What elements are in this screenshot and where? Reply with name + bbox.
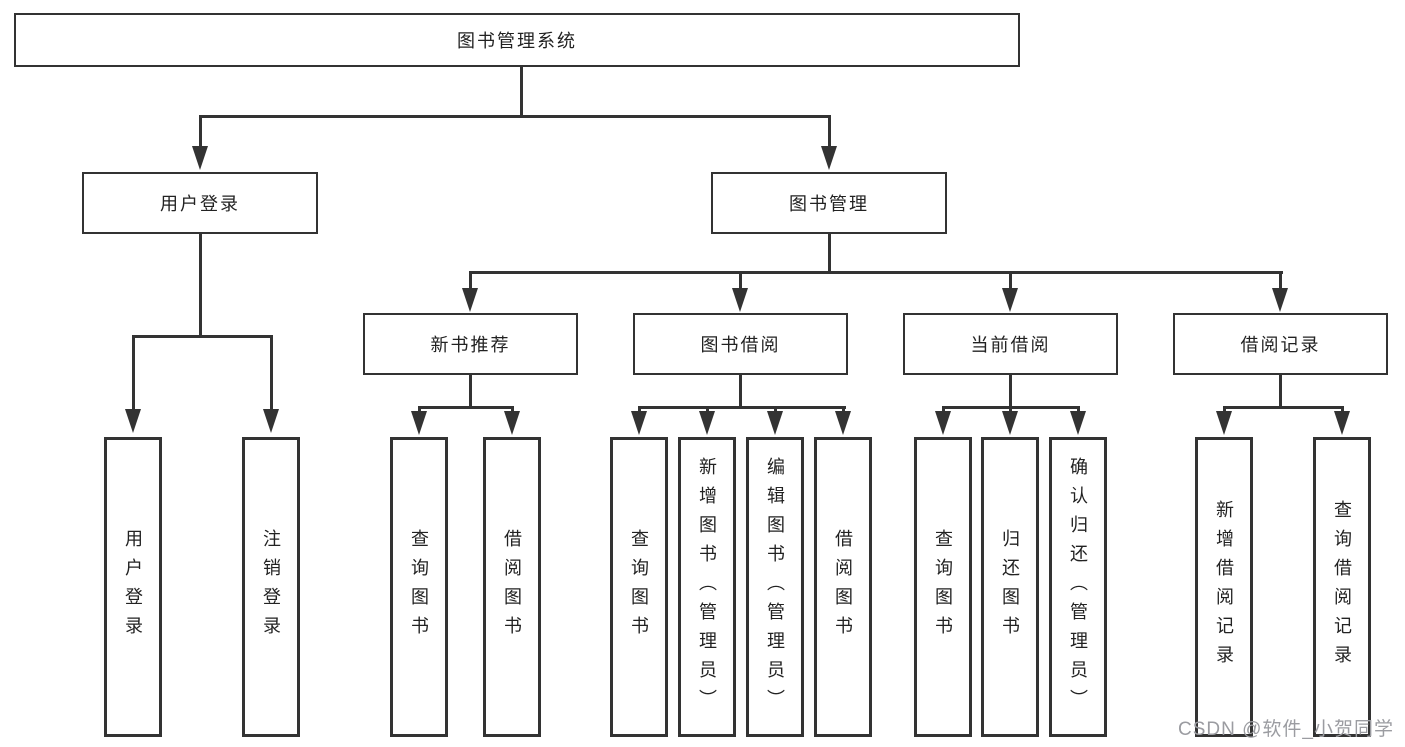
arrow-down-icon [1002, 288, 1018, 312]
node-new-book-recommend-label: 新书推荐 [430, 335, 511, 355]
node-borrow-borrow-books: 借阅图书 [814, 437, 872, 737]
node-borrow-query-books: 查询图书 [610, 437, 668, 737]
node-logout: 注销登录 [242, 437, 300, 737]
node-return-books: 归还图书 [981, 437, 1039, 737]
node-borrow-records-label: 借阅记录 [1240, 335, 1321, 355]
arrow-down-icon [699, 411, 715, 435]
arrow-down-icon [411, 411, 427, 435]
node-book-management: 图书管理 [711, 172, 947, 234]
node-borrow-records: 借阅记录 [1173, 313, 1388, 375]
csdn-watermark: CSDN @软件_小贺同学 [1178, 719, 1394, 740]
connector-user-login-stem [198, 232, 202, 337]
arrow-down-icon [821, 146, 837, 170]
node-current-borrow: 当前借阅 [903, 313, 1118, 375]
node-add-borrow-record: 新增借阅记录 [1195, 437, 1253, 737]
connector-current-borrow-stem [1008, 373, 1012, 408]
connector-user-login-tee [131, 335, 273, 338]
connector-leaf [510, 406, 514, 415]
node-return-books-label: 归还图书 [1000, 529, 1020, 645]
connector-leaf [941, 406, 945, 415]
node-newbook-query-books: 查询图书 [390, 437, 448, 737]
connector-to-logout-leaf [269, 335, 273, 413]
arrow-down-icon [732, 288, 748, 312]
arrow-down-icon [767, 411, 783, 435]
node-library-system-label: 图书管理系统 [457, 31, 577, 51]
node-add-borrow-record-label: 新增借阅记录 [1214, 500, 1234, 674]
node-current-query-books-label: 查询图书 [933, 529, 953, 645]
node-confirm-return-admin-label: 确认归还（管理员） [1068, 456, 1088, 718]
connector-leaf [417, 406, 421, 415]
connector-to-current-borrow [1008, 271, 1012, 290]
node-user-login-leaf-label: 用户登录 [123, 529, 143, 645]
arrow-down-icon [263, 409, 279, 433]
connector-leaf [705, 406, 709, 415]
connector-leaf [637, 406, 641, 415]
node-edit-book-admin: 编辑图书（管理员） [746, 437, 804, 737]
connector-to-user-login [198, 115, 202, 148]
connector-root-tee [198, 115, 831, 118]
node-user-login-label: 用户登录 [160, 194, 240, 214]
connector-new-book-stem [468, 373, 472, 408]
connector-root-stem [519, 66, 523, 117]
connector-leaf [841, 406, 845, 415]
node-current-query-books: 查询图书 [914, 437, 972, 737]
arrow-down-icon [935, 411, 951, 435]
node-new-book-recommend: 新书推荐 [363, 313, 578, 375]
arrow-down-icon [1334, 411, 1350, 435]
connector-to-new-book [468, 271, 472, 290]
node-user-login: 用户登录 [82, 172, 318, 234]
node-newbook-query-books-label: 查询图书 [409, 529, 429, 645]
connector-borrow-records-stem [1278, 373, 1282, 408]
connector-leaf [1340, 406, 1344, 415]
connector-to-book-borrow [738, 271, 742, 290]
connector-borrow-records-tee [1222, 406, 1344, 409]
connector-leaf [773, 406, 777, 415]
connector-book-borrow-tee [637, 406, 846, 409]
connector-to-borrow-records [1278, 271, 1282, 290]
connector-new-book-tee [417, 406, 514, 409]
node-newbook-borrow-books: 借阅图书 [483, 437, 541, 737]
node-logout-label: 注销登录 [261, 529, 281, 645]
arrow-down-icon [125, 409, 141, 433]
node-book-borrow-label: 图书借阅 [700, 335, 781, 355]
connector-leaf [1008, 406, 1012, 415]
connector-leaf [1076, 406, 1080, 415]
node-query-borrow-record-label: 查询借阅记录 [1332, 500, 1352, 674]
node-add-book-admin-label: 新增图书（管理员） [697, 456, 717, 718]
node-borrow-borrow-books-label: 借阅图书 [833, 529, 853, 645]
arrow-down-icon [504, 411, 520, 435]
node-confirm-return-admin: 确认归还（管理员） [1049, 437, 1107, 737]
node-add-book-admin: 新增图书（管理员） [678, 437, 736, 737]
arrow-down-icon [1002, 411, 1018, 435]
connector-to-login-leaf [131, 335, 135, 413]
node-library-system: 图书管理系统 [14, 13, 1020, 67]
arrow-down-icon [631, 411, 647, 435]
connector-book-borrow-stem [738, 373, 742, 408]
connector-book-mgmt-stem [827, 232, 831, 274]
connector-leaf [1222, 406, 1226, 415]
arrow-down-icon [462, 288, 478, 312]
node-query-borrow-record: 查询借阅记录 [1313, 437, 1371, 737]
connector-to-book-management [827, 115, 831, 148]
arrow-down-icon [835, 411, 851, 435]
node-user-login-leaf: 用户登录 [104, 437, 162, 737]
node-newbook-borrow-books-label: 借阅图书 [502, 529, 522, 645]
arrow-down-icon [1216, 411, 1232, 435]
arrow-down-icon [1070, 411, 1086, 435]
connector-book-mgmt-tee [468, 271, 1283, 274]
node-book-management-label: 图书管理 [789, 194, 869, 214]
node-current-borrow-label: 当前借阅 [970, 335, 1051, 355]
node-borrow-query-books-label: 查询图书 [629, 529, 649, 645]
arrow-down-icon [192, 146, 208, 170]
node-book-borrow: 图书借阅 [633, 313, 848, 375]
node-edit-book-admin-label: 编辑图书（管理员） [765, 456, 785, 718]
arrow-down-icon [1272, 288, 1288, 312]
